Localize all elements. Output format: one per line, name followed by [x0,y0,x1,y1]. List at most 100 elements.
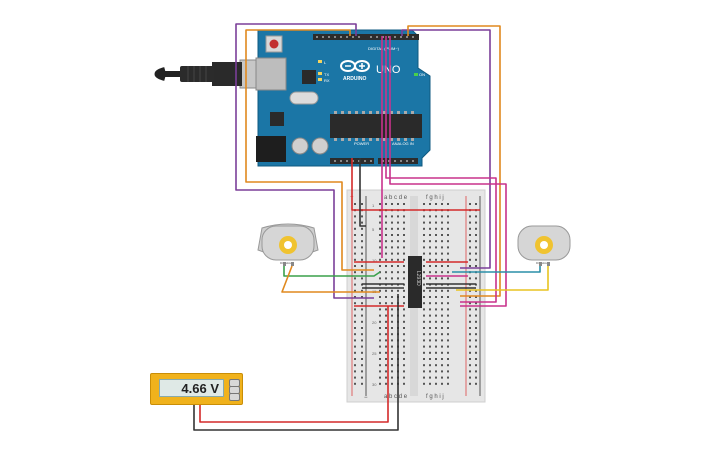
breadboard-hole[interactable] [423,339,425,342]
breadboard-hole[interactable] [361,215,363,218]
breadboard-hole[interactable] [354,227,356,230]
breadboard-hole[interactable] [441,314,443,317]
breadboard-hole[interactable] [385,376,387,379]
breadboard-hole[interactable] [361,351,363,354]
breadboard-hole[interactable] [385,296,387,298]
breadboard-hole[interactable] [429,376,431,379]
breadboard-hole[interactable] [354,271,356,274]
breadboard-hole[interactable] [361,203,363,205]
breadboard-hole[interactable] [475,370,477,373]
breadboard-hole[interactable] [361,339,363,342]
breadboard-hole[interactable] [385,327,387,329]
breadboard-hole[interactable] [423,271,425,274]
breadboard-hole[interactable] [361,364,363,367]
breadboard-hole[interactable] [469,215,471,218]
breadboard-hole[interactable] [397,252,399,255]
breadboard-hole[interactable] [379,277,381,280]
breadboard-hole[interactable] [423,327,425,329]
breadboard-hole[interactable] [447,203,449,205]
breadboard-hole[interactable] [469,364,471,367]
breadboard-hole[interactable] [447,246,449,249]
breadboard-hole[interactable] [429,258,431,261]
breadboard-hole[interactable] [385,351,387,354]
breadboard-hole[interactable] [475,364,477,367]
breadboard-hole[interactable] [423,215,425,218]
breadboard-hole[interactable] [475,358,477,360]
breadboard-hole[interactable] [403,327,405,329]
breadboard-hole[interactable] [447,258,449,261]
breadboard-hole[interactable] [475,240,477,243]
breadboard-hole[interactable] [423,370,425,373]
breadboard-hole[interactable] [441,221,443,224]
breadboard-hole[interactable] [475,339,477,342]
breadboard-hole[interactable] [441,358,443,360]
breadboard-hole[interactable] [447,265,449,267]
breadboard-hole[interactable] [391,221,393,224]
breadboard-hole[interactable] [379,227,381,230]
breadboard-hole[interactable] [361,265,363,267]
breadboard-hole[interactable] [447,227,449,230]
breadboard-hole[interactable] [391,227,393,230]
breadboard-hole[interactable] [354,215,356,218]
breadboard-hole[interactable] [441,265,443,267]
breadboard-hole[interactable] [423,221,425,224]
breadboard-hole[interactable] [379,364,381,367]
breadboard-hole[interactable] [361,376,363,379]
breadboard-hole[interactable] [397,234,399,236]
breadboard-hole[interactable] [429,358,431,360]
breadboard-hole[interactable] [447,314,449,317]
breadboard-hole[interactable] [385,203,387,205]
breadboard-hole[interactable] [385,364,387,367]
analog-header[interactable] [378,158,418,164]
breadboard-hole[interactable] [441,277,443,280]
breadboard-hole[interactable] [354,283,356,286]
breadboard-hole[interactable] [391,234,393,236]
breadboard-hole[interactable] [391,240,393,243]
breadboard-hole[interactable] [475,345,477,348]
breadboard-hole[interactable] [441,302,443,305]
breadboard-hole[interactable] [391,289,393,292]
breadboard-hole[interactable] [354,320,356,323]
breadboard-hole[interactable] [391,258,393,261]
breadboard-hole[interactable] [379,308,381,311]
breadboard-hole[interactable] [397,227,399,230]
breadboard-hole[interactable] [403,370,405,373]
breadboard-hole[interactable] [403,314,405,317]
breadboard-hole[interactable] [391,320,393,323]
breadboard-hole[interactable] [469,252,471,255]
breadboard-hole[interactable] [354,240,356,243]
breadboard-hole[interactable] [385,258,387,261]
breadboard-hole[interactable] [475,327,477,329]
breadboard-hole[interactable] [397,258,399,261]
breadboard-hole[interactable] [379,358,381,360]
breadboard-hole[interactable] [429,333,431,336]
breadboard-hole[interactable] [385,320,387,323]
breadboard-hole[interactable] [475,215,477,218]
breadboard-hole[interactable] [441,271,443,274]
breadboard-hole[interactable] [447,302,449,305]
breadboard-hole[interactable] [361,296,363,298]
breadboard-hole[interactable] [403,240,405,243]
breadboard-hole[interactable] [403,345,405,348]
breadboard-hole[interactable] [447,327,449,329]
dc-motor-left[interactable]: DC Motor [257,223,319,266]
breadboard-hole[interactable] [361,240,363,243]
breadboard-hole[interactable] [435,314,437,317]
breadboard-hole[interactable] [447,240,449,243]
breadboard-hole[interactable] [379,246,381,249]
breadboard-hole[interactable] [354,221,356,224]
breadboard-hole[interactable] [354,308,356,311]
breadboard-hole[interactable] [475,333,477,336]
breadboard-hole[interactable] [354,370,356,373]
breadboard-hole[interactable] [429,320,431,323]
breadboard-hole[interactable] [379,382,381,385]
breadboard-hole[interactable] [469,227,471,230]
breadboard-hole[interactable] [435,234,437,236]
breadboard-hole[interactable] [441,308,443,311]
breadboard-hole[interactable] [435,265,437,267]
breadboard-hole[interactable] [423,240,425,243]
breadboard-hole[interactable] [361,370,363,373]
breadboard-hole[interactable] [435,271,437,274]
breadboard-hole[interactable] [429,246,431,249]
breadboard-hole[interactable] [469,345,471,348]
